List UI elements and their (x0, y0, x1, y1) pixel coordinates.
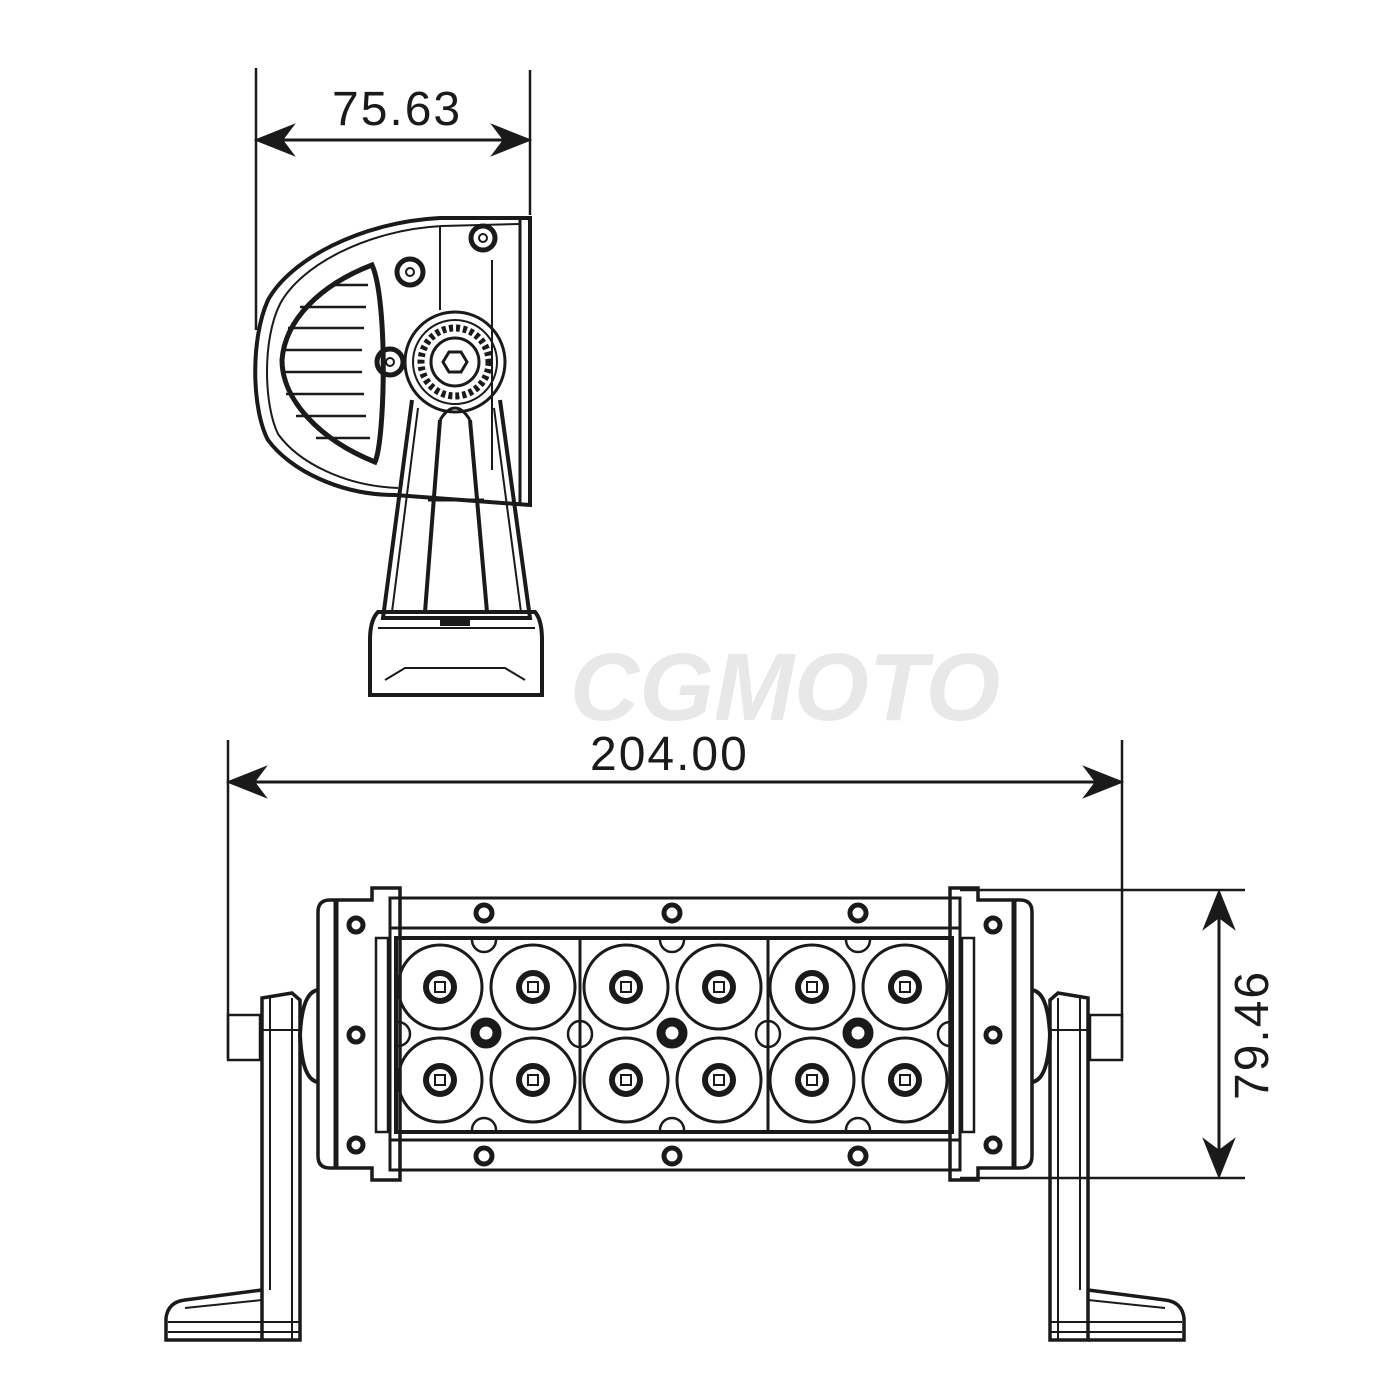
side-view: 75.63 (253, 68, 544, 697)
led-array (396, 943, 949, 1124)
dimension-height: 79.46 (1226, 970, 1279, 1100)
front-view: 204.00 79.46 (164, 728, 1279, 1342)
dimension-overall-width: 204.00 (590, 728, 749, 781)
dimension-side-depth: 75.63 (332, 83, 462, 136)
watermark: CGMOTO (570, 634, 1000, 741)
